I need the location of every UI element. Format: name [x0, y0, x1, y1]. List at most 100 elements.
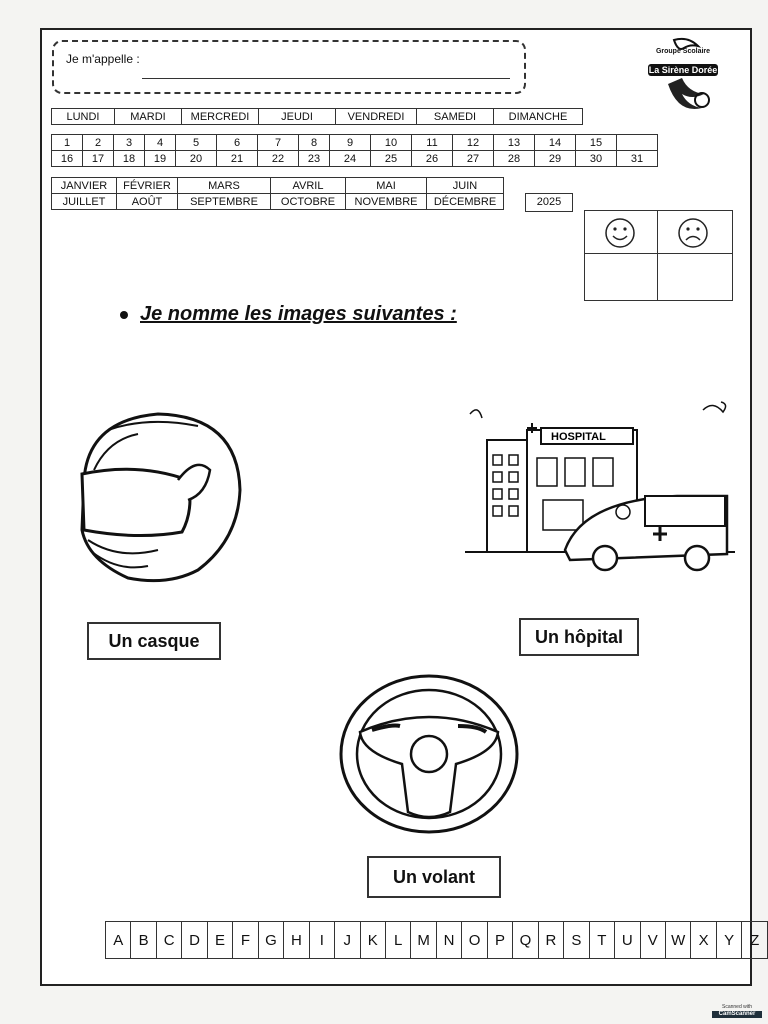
- hospital-label: Un hôpital: [535, 627, 623, 647]
- date-cell[interactable]: 6: [216, 134, 258, 151]
- date-cell[interactable]: 23: [298, 150, 330, 167]
- date-cell[interactable]: 19: [144, 150, 176, 167]
- letter-cell[interactable]: N: [435, 921, 463, 959]
- date-cell[interactable]: 17: [82, 150, 114, 167]
- date-cell[interactable]: 20: [175, 150, 217, 167]
- date-cell[interactable]: 26: [411, 150, 453, 167]
- letter-cell[interactable]: P: [486, 921, 514, 959]
- day-cell[interactable]: JEUDI: [258, 108, 336, 125]
- letter-cell[interactable]: V: [639, 921, 666, 959]
- hospital-label-box: Un hôpital: [519, 618, 639, 656]
- day-cell[interactable]: MERCREDI: [181, 108, 259, 125]
- letter-cell[interactable]: T: [588, 921, 616, 959]
- date-cell[interactable]: 28: [493, 150, 535, 167]
- name-line[interactable]: [142, 78, 510, 79]
- date-cell[interactable]: 30: [575, 150, 617, 167]
- date-cell[interactable]: 31: [616, 150, 658, 167]
- month-cell[interactable]: AOÛT: [116, 193, 178, 210]
- date-cell[interactable]: 2: [82, 134, 114, 151]
- month-cell[interactable]: FÉVRIER: [116, 177, 178, 194]
- letter-cell[interactable]: H: [283, 921, 310, 959]
- letter-cell[interactable]: L: [384, 921, 412, 959]
- date-cell[interactable]: 25: [370, 150, 412, 167]
- letter-cell[interactable]: K: [359, 921, 386, 959]
- letter-cell[interactable]: E: [206, 921, 234, 959]
- letter-cell[interactable]: C: [155, 921, 183, 959]
- day-cell[interactable]: VENDREDI: [335, 108, 417, 125]
- date-cell[interactable]: 12: [452, 134, 494, 151]
- letter-cell[interactable]: B: [130, 921, 157, 959]
- date-cell[interactable]: [616, 134, 658, 151]
- letter-cell[interactable]: X: [690, 921, 717, 959]
- helmet-label-box: Un casque: [87, 622, 221, 660]
- date-cell[interactable]: 10: [370, 134, 412, 151]
- day-cell[interactable]: LUNDI: [51, 108, 115, 125]
- letter-cell[interactable]: Z: [741, 921, 768, 959]
- happy-face-icon[interactable]: [604, 217, 636, 249]
- date-cell[interactable]: 8: [298, 134, 330, 151]
- letter-cell[interactable]: J: [334, 921, 361, 959]
- date-cell[interactable]: 13: [493, 134, 535, 151]
- date-cell[interactable]: 5: [175, 134, 217, 151]
- logo-group-text: Groupe Scolaire: [655, 48, 711, 55]
- date-cell[interactable]: 9: [329, 134, 371, 151]
- instruction-title: Je nomme les images suivantes :: [120, 303, 457, 326]
- letter-cell[interactable]: S: [563, 921, 590, 959]
- scanner-line2: CamScanner: [712, 1011, 762, 1018]
- date-cell[interactable]: 21: [216, 150, 258, 167]
- day-cell[interactable]: DIMANCHE: [493, 108, 583, 125]
- letter-cell[interactable]: Q: [512, 921, 539, 959]
- name-box: Je m'appelle :: [52, 40, 526, 94]
- day-cell[interactable]: MARDI: [114, 108, 182, 125]
- date-cell[interactable]: 22: [257, 150, 299, 167]
- wheel-label-box: Un volant: [367, 856, 501, 898]
- letter-cell[interactable]: F: [232, 921, 259, 959]
- school-logo: Groupe Scolaire La Sirène Dorée: [644, 36, 722, 116]
- month-cell[interactable]: JANVIER: [51, 177, 117, 194]
- date-cell[interactable]: 16: [51, 150, 83, 167]
- year-box[interactable]: 2025: [525, 193, 573, 212]
- date-cell[interactable]: 27: [452, 150, 494, 167]
- letter-cell[interactable]: W: [664, 921, 692, 959]
- days-table: LUNDI MARDI MERCREDI JEUDI VENDREDI SAME…: [51, 108, 583, 125]
- month-cell[interactable]: MARS: [177, 177, 271, 194]
- letter-cell[interactable]: R: [537, 921, 565, 959]
- letter-cell[interactable]: D: [181, 921, 208, 959]
- month-cell[interactable]: AVRIL: [270, 177, 346, 194]
- mood-box: [584, 210, 733, 301]
- date-cell[interactable]: 11: [411, 134, 453, 151]
- month-cell[interactable]: JUILLET: [51, 193, 117, 210]
- name-label: Je m'appelle :: [66, 52, 140, 66]
- date-cell[interactable]: 3: [113, 134, 145, 151]
- date-cell[interactable]: 7: [257, 134, 299, 151]
- date-cell[interactable]: 18: [113, 150, 145, 167]
- letter-cell[interactable]: G: [257, 921, 285, 959]
- month-cell[interactable]: SEPTEMBRE: [177, 193, 271, 210]
- steering-wheel-image: [339, 674, 519, 834]
- letter-cell[interactable]: U: [614, 921, 641, 959]
- month-cell[interactable]: DÉCEMBRE: [426, 193, 504, 210]
- date-cell[interactable]: 29: [534, 150, 576, 167]
- bullet-icon: [120, 310, 128, 319]
- letter-cell[interactable]: O: [461, 921, 488, 959]
- date-cell[interactable]: 14: [534, 134, 576, 151]
- scanner-line1: Scanned with: [721, 1004, 753, 1010]
- month-cell[interactable]: NOVEMBRE: [345, 193, 427, 210]
- letter-cell[interactable]: A: [104, 921, 132, 959]
- date-cell[interactable]: 24: [329, 150, 371, 167]
- letter-cell[interactable]: I: [308, 921, 336, 959]
- helmet-image: [80, 412, 242, 583]
- sad-face-icon[interactable]: [677, 217, 709, 249]
- month-cell[interactable]: OCTOBRE: [270, 193, 346, 210]
- month-cell[interactable]: MAI: [345, 177, 427, 194]
- date-cell[interactable]: 4: [144, 134, 176, 151]
- date-cell[interactable]: 15: [575, 134, 617, 151]
- letter-cell[interactable]: M: [410, 921, 437, 959]
- letter-cell[interactable]: Y: [715, 921, 743, 959]
- day-cell[interactable]: SAMEDI: [416, 108, 494, 125]
- date-cell[interactable]: 1: [51, 134, 83, 151]
- camscanner-watermark: Scanned with CamScanner: [712, 1004, 762, 1020]
- month-cell[interactable]: JUIN: [426, 177, 504, 194]
